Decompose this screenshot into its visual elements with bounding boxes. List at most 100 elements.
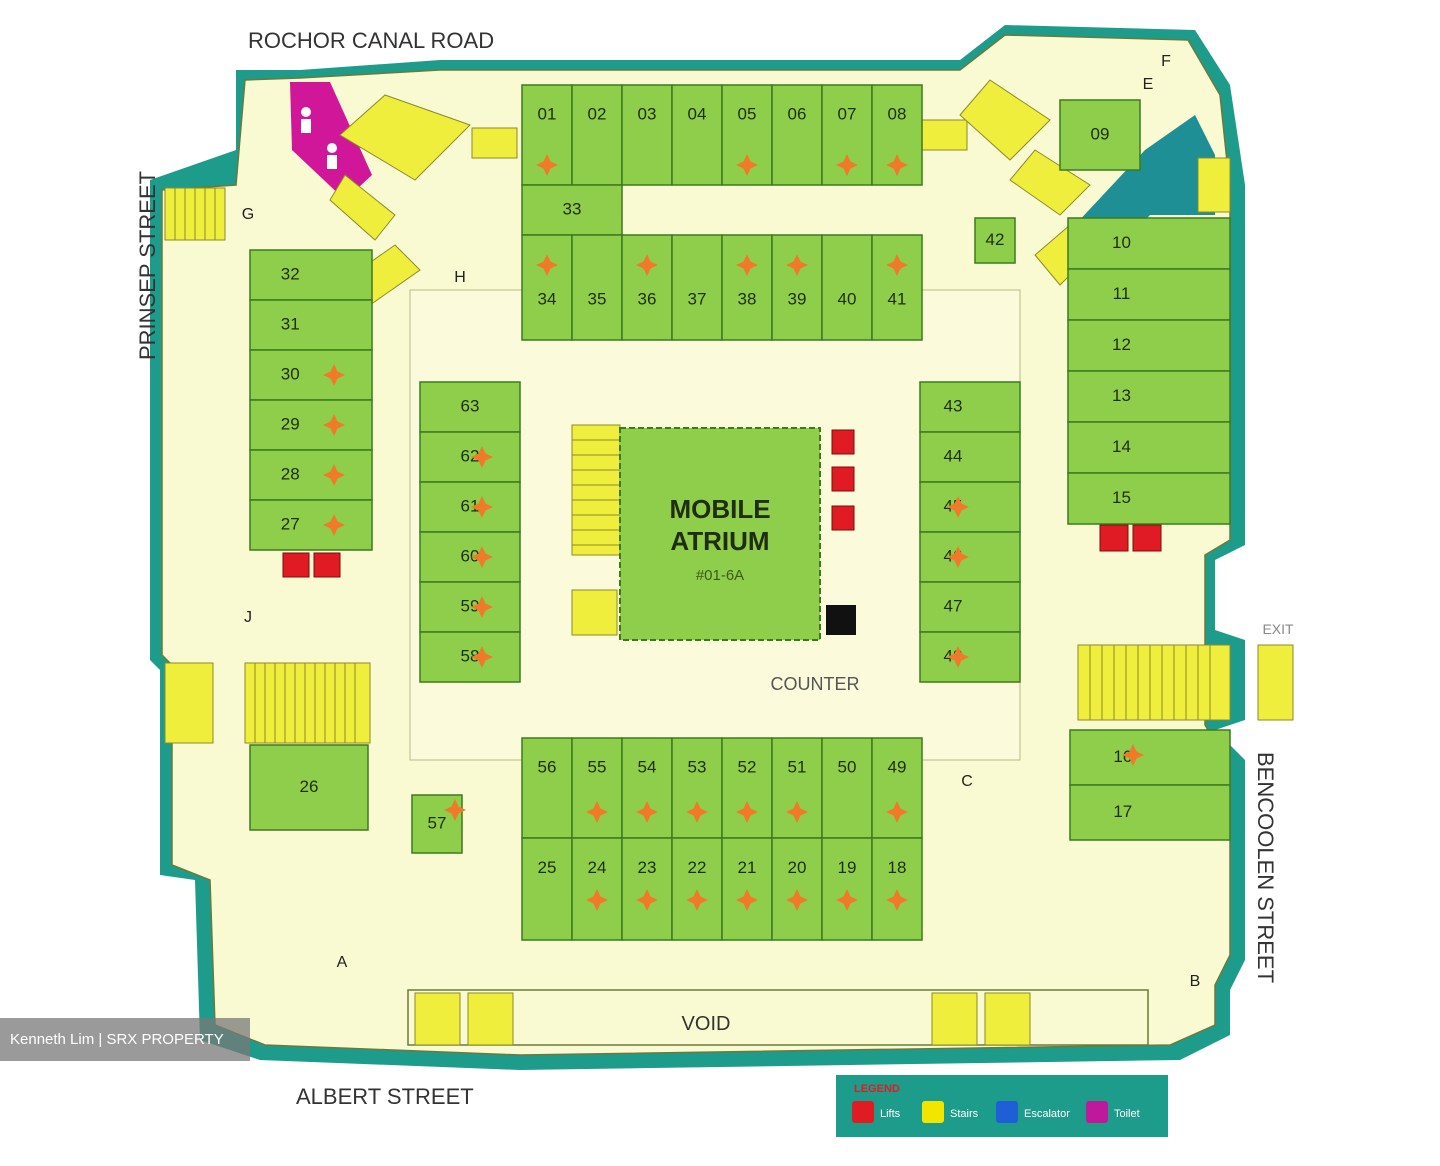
shop-unit-shape [571, 234, 623, 341]
shop-unit-shape [871, 234, 923, 341]
shop-marker [444, 799, 466, 821]
mobile-atrium [619, 427, 821, 641]
shop-unit-number: 10 [1112, 233, 1131, 252]
shop-marker [1122, 744, 1144, 766]
shop-marker [536, 254, 558, 276]
watermark: Kenneth Lim | SRX PROPERTY [0, 1018, 250, 1061]
shop-unit-38: 38 [721, 234, 773, 341]
shop-marker [947, 496, 969, 518]
shop-unit-number: 29 [281, 414, 300, 433]
shop-unit-shape [521, 837, 573, 941]
shop-unit-50: 50 [821, 737, 873, 839]
shop-marker [636, 889, 658, 911]
shop-unit-shape [974, 217, 1016, 264]
shop-unit-35: 35 [571, 234, 623, 341]
shop-unit-45: 45 [919, 481, 1021, 533]
shop-marker [886, 154, 908, 176]
shop-unit-12: 12 [1067, 319, 1231, 372]
shop-unit-number: 50 [838, 757, 857, 776]
shop-unit-number: 40 [838, 290, 857, 309]
shop-unit-shape [1069, 784, 1231, 841]
stair-treads [174, 188, 1211, 743]
shop-unit-number: 04 [688, 104, 707, 123]
shop-marker [736, 801, 758, 823]
shop-unit-58: 58 [419, 631, 521, 683]
lifts-group [282, 429, 1162, 578]
shop-unit-number: 36 [638, 290, 657, 309]
shop-unit-number: 27 [281, 514, 300, 533]
access-point-e: E [1143, 76, 1154, 93]
legend-swatch-toilet [1086, 1101, 1108, 1123]
shop-unit-shape [1067, 472, 1231, 525]
shop-unit-shape [1067, 217, 1231, 270]
road-east-label: BENCOOLEN STREET [1253, 752, 1278, 983]
void-area [407, 989, 1149, 1046]
shop-unit-shape [419, 381, 521, 433]
shop-unit-number: 38 [738, 290, 757, 309]
shop-unit-48: 48 [919, 631, 1021, 683]
shop-unit-shape [521, 737, 573, 839]
shop-unit-number: 16 [1113, 747, 1132, 766]
shop-unit-15: 15 [1067, 472, 1231, 525]
counter-box [826, 605, 856, 635]
shop-unit-39: 39 [771, 234, 823, 341]
shop-unit-shape [249, 744, 369, 831]
access-point-g: G [242, 206, 254, 223]
legend-label-lifts: Lifts [880, 1108, 901, 1120]
road-south-label: ALBERT STREET [296, 1084, 474, 1109]
shop-unit-61: 61 [419, 481, 521, 533]
shop-unit-shape [919, 431, 1021, 483]
shop-unit-09: 09 [1059, 99, 1141, 171]
shop-marker [471, 646, 493, 668]
shop-unit-number: 42 [986, 230, 1005, 249]
shop-unit-number: 55 [588, 757, 607, 776]
access-point-h: H [454, 269, 466, 286]
shop-marker [786, 254, 808, 276]
road-north-label: ROCHOR CANAL ROAD [248, 28, 494, 53]
shop-unit-63: 63 [419, 381, 521, 433]
shop-unit-number: 57 [428, 813, 447, 832]
shop-unit-33: 33 [521, 184, 623, 236]
atrium-title-line2: ATRIUM [670, 526, 769, 556]
shop-unit-number: 14 [1112, 437, 1131, 456]
shop-unit-shape [1067, 319, 1231, 372]
shop-unit-shape [919, 631, 1021, 683]
shop-unit-62: 62 [419, 431, 521, 483]
shop-unit-shape [1069, 729, 1231, 786]
shop-unit-10: 10 [1067, 217, 1231, 270]
shop-marker [786, 801, 808, 823]
shop-unit-shape [771, 234, 823, 341]
shop-unit-shape [249, 449, 373, 501]
shop-marker [636, 801, 658, 823]
shop-unit-number: 26 [300, 777, 319, 796]
legend-swatch-escalator [996, 1101, 1018, 1123]
shop-unit-number: 44 [944, 446, 963, 465]
shop-unit-59: 59 [419, 581, 521, 633]
shop-unit-number: 18 [888, 858, 907, 877]
shop-marker [536, 154, 558, 176]
shop-unit-number: 06 [788, 104, 807, 123]
shop-unit-shape [249, 299, 373, 351]
shop-unit-number: 07 [838, 104, 857, 123]
shop-unit-number: 63 [461, 396, 480, 415]
shop-unit-14: 14 [1067, 421, 1231, 474]
exit-label: EXIT [1262, 621, 1294, 637]
shop-unit-shape [249, 399, 373, 451]
shop-unit-number: 24 [588, 858, 607, 877]
shop-unit-29: 29 [249, 399, 373, 451]
shop-unit-shape [771, 84, 823, 186]
legend-swatch-lifts [852, 1101, 874, 1123]
shop-marker [636, 254, 658, 276]
shop-marker [836, 154, 858, 176]
shop-unit-number: 47 [944, 596, 963, 615]
access-point-f: F [1161, 53, 1171, 70]
shop-unit-number: 03 [638, 104, 657, 123]
atrium-title-line1: MOBILE [669, 494, 770, 524]
shop-unit-number: 56 [538, 757, 557, 776]
shop-unit-17: 17 [1069, 784, 1231, 841]
shop-unit-30: 30 [249, 349, 373, 401]
shop-unit-shape [671, 234, 723, 341]
shop-unit-number: 31 [281, 314, 300, 333]
shop-unit-number: 13 [1112, 386, 1131, 405]
